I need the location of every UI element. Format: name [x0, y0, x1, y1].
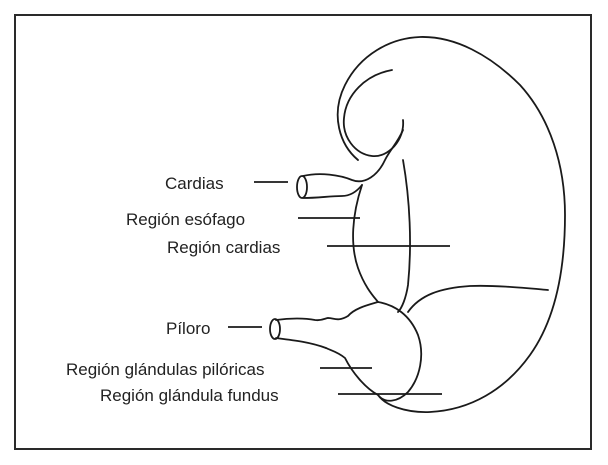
fundus-region-boundary [408, 286, 548, 312]
label-region-esofago: Región esófago [126, 210, 245, 229]
label-region-cardias: Región cardias [167, 238, 280, 257]
label-region-glandulas-piloricas: Región glándulas pilóricas [66, 360, 264, 379]
pylorus-tube-upper [276, 318, 328, 320]
cardiac-region-divider [353, 185, 378, 302]
pylorus-opening [270, 319, 280, 339]
pyloric-region-outline [326, 302, 421, 401]
cardias-opening [297, 176, 307, 198]
stomach-outer-outline [338, 37, 565, 412]
label-cardias: Cardias [165, 174, 224, 193]
esophageal-region-divider [398, 160, 410, 312]
pyloric-upper-edge [328, 302, 378, 319]
label-piloro: Píloro [166, 319, 210, 338]
esophagus-lower-edge [303, 185, 362, 198]
label-region-glandula-fundus: Región glándula fundus [100, 386, 279, 405]
stomach-inner-curl [344, 70, 403, 156]
pylorus-tube-lower [276, 338, 326, 348]
